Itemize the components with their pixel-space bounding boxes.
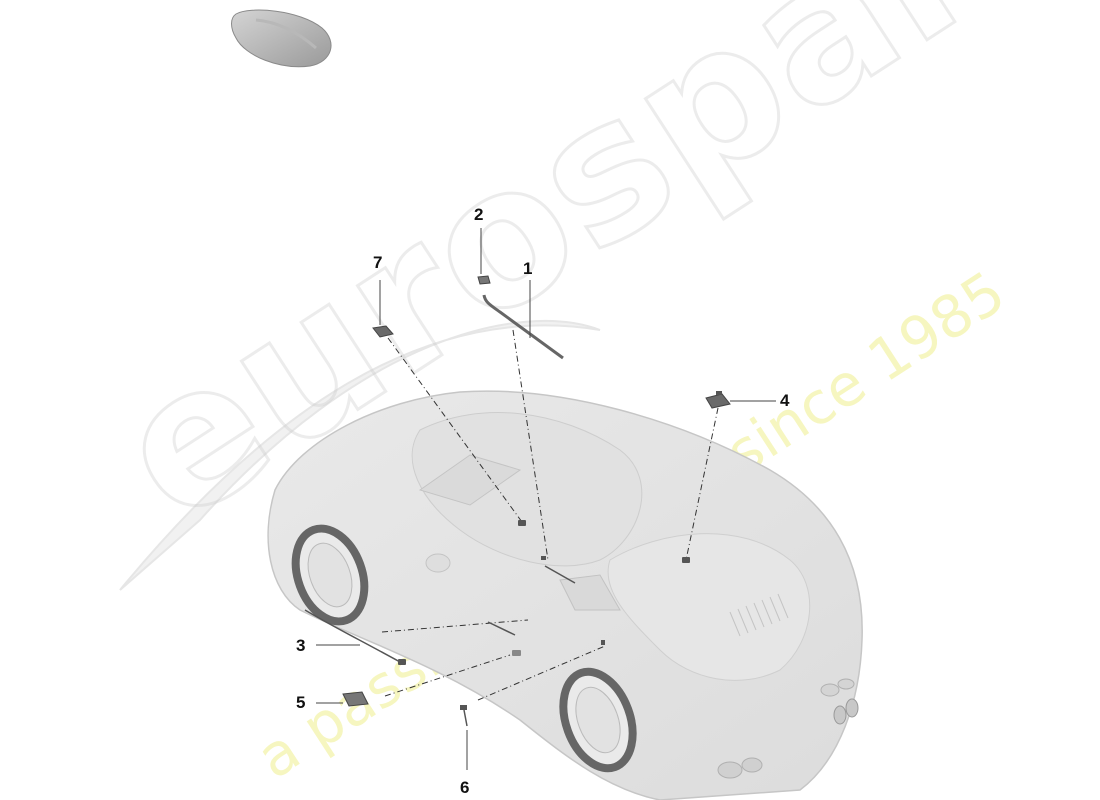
callout-1[interactable]: 1 (523, 259, 533, 278)
part-5-light-module (342, 691, 369, 707)
callout-6[interactable]: 6 (460, 778, 470, 797)
part-6-bulb (460, 705, 468, 727)
callout-2[interactable]: 2 (474, 205, 484, 224)
part-2-light-unit (477, 275, 491, 285)
front-wheel (291, 524, 369, 626)
leader-lines (381, 329, 719, 701)
mounting-points (487, 520, 690, 656)
callout-4[interactable]: 4 (780, 391, 790, 410)
callout-3[interactable]: 3 (296, 636, 306, 655)
part-4-light-module (705, 391, 731, 409)
part-3-cable (304, 609, 406, 665)
part-1-strip-light (482, 294, 564, 360)
part-7-light-module (372, 325, 394, 338)
vehicle-thumbnail-icon (231, 9, 332, 68)
callout-lines (316, 228, 776, 770)
rear-wheel (559, 667, 637, 773)
callout-5[interactable]: 5 (296, 693, 306, 712)
callout-7[interactable]: 7 (373, 253, 383, 272)
